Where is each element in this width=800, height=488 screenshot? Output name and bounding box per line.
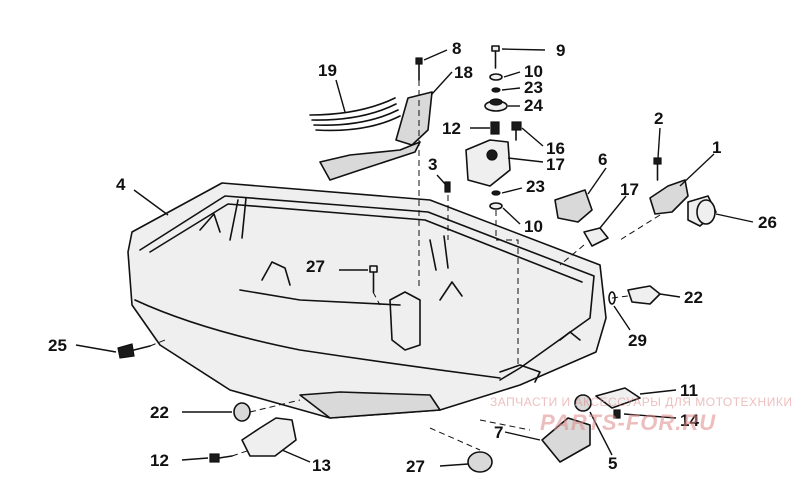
hinge-part <box>241 417 297 457</box>
callout-labels: 8 9 10 23 24 12 16 17 23 10 19 18 3 4 6 … <box>48 39 777 476</box>
clip-part <box>583 227 609 247</box>
callout-8: 8 <box>452 39 461 58</box>
callout-10: 10 <box>524 62 543 81</box>
engine-cover-part <box>127 182 607 419</box>
bracket-part <box>319 91 433 181</box>
screw-part <box>209 453 233 463</box>
callout-2: 2 <box>654 109 663 128</box>
callout-29: 29 <box>628 331 647 350</box>
grommet-part <box>467 451 493 473</box>
bumper-part <box>541 417 591 463</box>
washer-part <box>489 73 503 81</box>
washer-part <box>489 202 503 210</box>
callout-16: 17 <box>620 180 639 199</box>
latch-part <box>649 179 689 215</box>
watermark: ЗАПЧАСТИ И АКСЕССУАРЫ ДЛЯ МОТОТЕХНИКИ PA… <box>490 395 792 435</box>
callout-3: 3 <box>428 155 437 174</box>
lever-part <box>627 285 661 305</box>
callout-10: 10 <box>524 217 543 236</box>
callout-15: 14 <box>680 411 699 430</box>
callout-5: 5 <box>608 454 617 473</box>
bolt-part <box>491 45 500 69</box>
lock-washer-part <box>491 190 501 196</box>
screw-part <box>415 57 423 81</box>
screw-part <box>117 343 151 359</box>
callout-27: 27 <box>306 257 325 276</box>
rubber-block-part <box>554 189 593 223</box>
watermark-subtitle: ЗАПЧАСТИ И АКСЕССУАРЫ ДЛЯ МОТОТЕХНИКИ <box>490 395 792 409</box>
callout-14: 13 <box>312 456 331 475</box>
callout-20: 19 <box>318 61 337 80</box>
callout-9: 9 <box>556 41 565 60</box>
assembly-guide-lines <box>149 80 661 457</box>
callout-19: 18 <box>454 63 473 82</box>
callout-22: 22 <box>150 403 169 422</box>
bushing-part <box>233 402 251 422</box>
callout-23: 23 <box>524 78 543 97</box>
sleeve-part <box>490 121 500 135</box>
screw-part <box>653 157 662 181</box>
mount-bracket-part <box>465 139 511 187</box>
callout-25: 25 <box>48 336 67 355</box>
callout-4: 4 <box>116 175 126 194</box>
callout-26: 26 <box>758 213 777 232</box>
callout-24: 24 <box>524 96 543 115</box>
screw-part <box>613 409 621 419</box>
callout-28: 27 <box>406 457 425 476</box>
knob-part <box>687 195 717 227</box>
callout-11: 11 <box>680 381 698 400</box>
callout-12: 12 <box>150 451 169 470</box>
callout-7: 7 <box>494 423 503 442</box>
callout-18: 17 <box>546 155 565 174</box>
bracket-part <box>595 387 641 409</box>
callout-17: 16 <box>546 139 565 158</box>
callout-1: 1 <box>712 138 721 157</box>
lock-washer-part <box>491 87 501 93</box>
callout-6: 6 <box>598 150 607 169</box>
grommet-part <box>484 98 508 112</box>
screw-part <box>511 121 522 141</box>
callout-21: 22 <box>684 288 703 307</box>
callout-13: 12 <box>442 119 461 138</box>
screw-part <box>369 265 378 293</box>
screw-part <box>444 181 451 193</box>
leader-lines <box>75 48 754 467</box>
seal-strip-part <box>309 97 401 132</box>
callout-23: 23 <box>526 177 545 196</box>
ring-part <box>574 394 592 412</box>
watermark-brand: PARTS-FOR.RU <box>540 410 716 435</box>
